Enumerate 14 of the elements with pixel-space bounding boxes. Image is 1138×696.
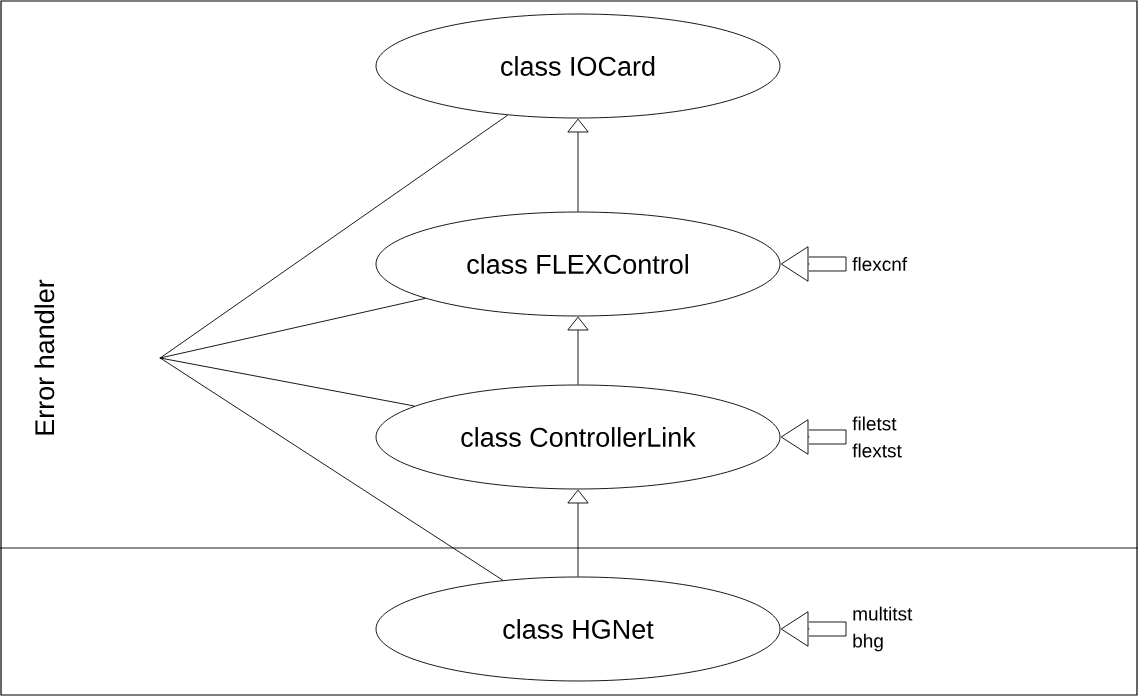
connector-line — [159, 297, 426, 359]
inheritance-arrow — [567, 489, 589, 577]
connector-line — [159, 357, 504, 581]
vertical-label: Error handler — [34, 279, 161, 435]
block-arrow — [780, 611, 847, 647]
program-label: multitst bhg — [853, 606, 913, 652]
inheritance-arrow — [567, 118, 589, 212]
program-label: filetst flextst — [852, 416, 902, 458]
block-arrow — [780, 419, 847, 455]
block-arrow — [780, 246, 847, 282]
connector-line — [159, 357, 415, 407]
inheritance-arrow — [567, 316, 589, 385]
program-label: flexcnf — [852, 257, 908, 271]
connector-line — [159, 114, 509, 359]
